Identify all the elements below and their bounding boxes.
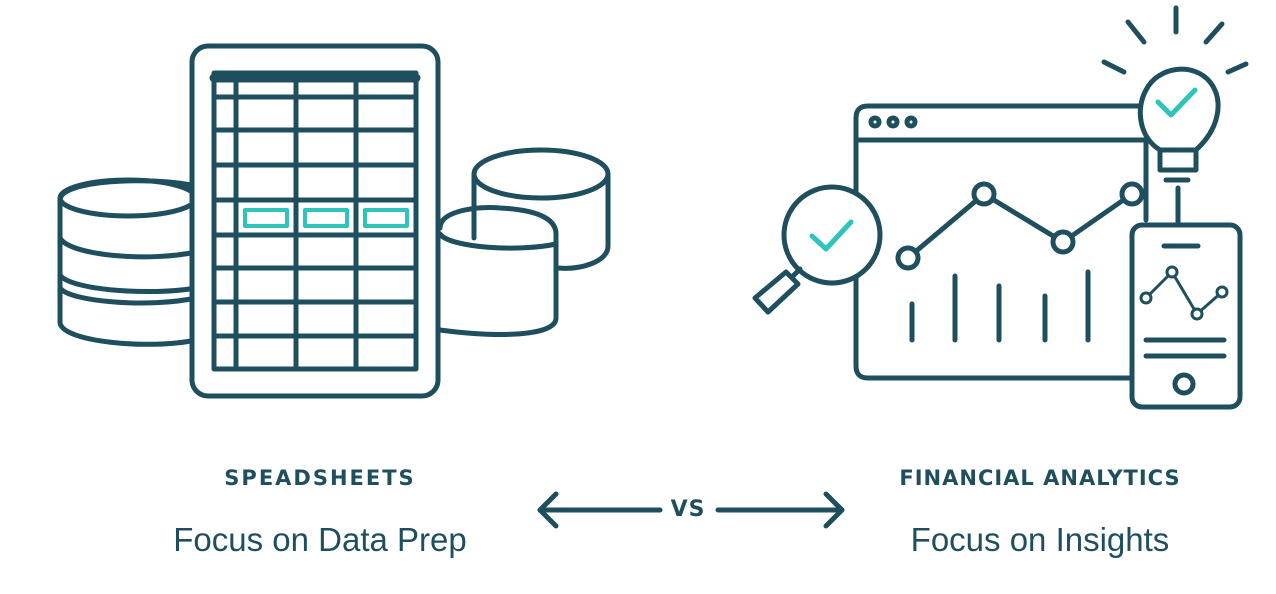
lightbulb-icon <box>1101 5 1249 229</box>
database-right-icon <box>437 147 611 337</box>
spreadsheets-subtitle: Focus on Data Prep <box>173 521 467 558</box>
highlighted-cells <box>243 208 409 228</box>
phone-icon <box>1129 222 1243 410</box>
dashboard-window-icon <box>853 103 1163 381</box>
magnifier-icon <box>752 184 883 315</box>
vs-label: VS <box>670 497 706 522</box>
left-arrow-icon <box>537 491 663 529</box>
database-left-icon <box>57 177 199 347</box>
spreadsheets-title: SPEADSHEETS <box>224 466 416 490</box>
financial-analytics-subtitle: Focus on Insights <box>910 521 1170 558</box>
financial-analytics-title: FINANCIAL ANALYTICS <box>899 466 1181 490</box>
right-arrow-icon <box>715 491 845 529</box>
